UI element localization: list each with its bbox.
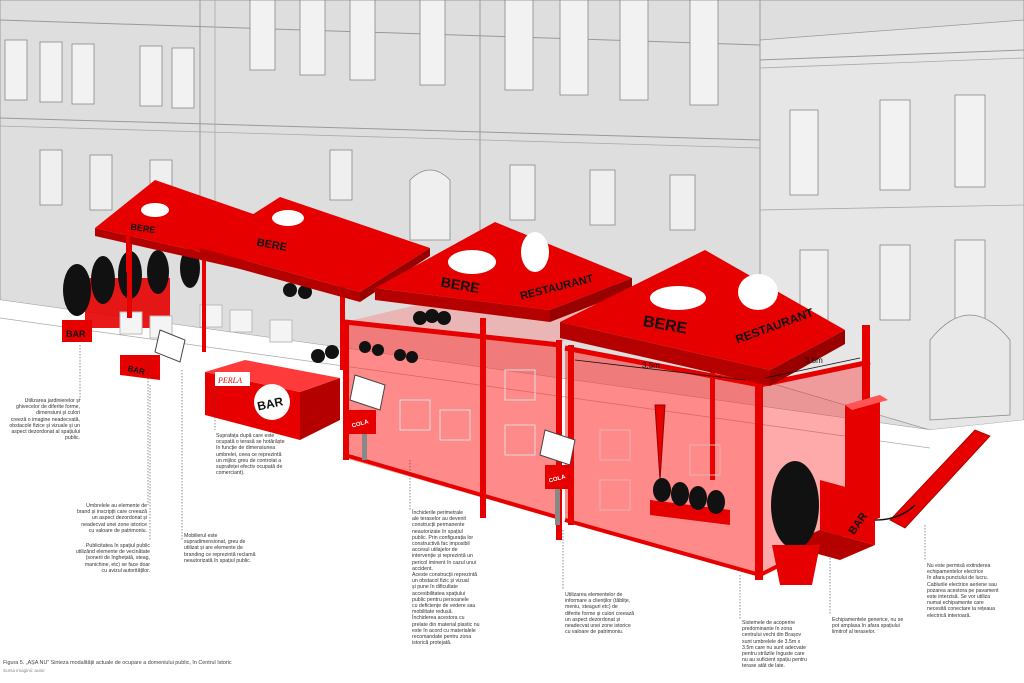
figure-caption: Figura 5. „AȘA NU” Sinteza modalității a… (3, 660, 232, 666)
note-enclosures: Închiderile perimetrale ale teraselor au… (412, 510, 480, 647)
menu-stands (120, 329, 576, 525)
note-covering: Sistemele de acoperire predominante în z… (742, 620, 807, 670)
terrace-left (62, 228, 345, 370)
umbrella-2-label: BERE (256, 237, 288, 254)
bar-sign-3: BAR (256, 394, 285, 413)
figure-source: Sursa imaginii: autor (3, 668, 45, 673)
note-equipment: Echipamentele generice, nu se pot amplas… (832, 617, 904, 636)
note-umbrella-branding: Umbrelele au elemente de brand și inscri… (76, 503, 147, 534)
note-electric: Nu este permisă extinderea echipamentelo… (927, 563, 999, 619)
bar-counter (205, 283, 340, 440)
perla-sign: PERLA (217, 376, 242, 385)
dimension-lines (574, 357, 861, 381)
bar-sign-2: BAR (127, 364, 146, 376)
note-information: Utilizarea elementelor de informare a cl… (565, 592, 635, 636)
note-surface: Suprafața după care este ocupată o teras… (216, 433, 285, 477)
umbrella-1-label: BERE (130, 222, 156, 235)
cola-sign-1: COLA (351, 419, 370, 429)
umbrella-3-left-label: BERE (440, 274, 481, 297)
callout-leaders (79, 345, 926, 620)
cola-sign-2: COLA (548, 474, 567, 484)
terrace-right (564, 325, 916, 585)
dimension-label-1: 3.5m (642, 361, 660, 370)
umbrella-4 (560, 250, 845, 386)
note-planters: Utilizarea jardinierelor și ghivecelor d… (9, 398, 80, 442)
terrace-middle (343, 290, 600, 540)
umbrella-3 (375, 222, 632, 322)
note-furniture: Mobilierul este supradimensionat, greu d… (184, 533, 256, 564)
dimension-label-2: 3.5m (805, 356, 823, 365)
bar-sign-1: BAR (66, 329, 86, 339)
note-publicity: Publicitatea în spațiul public utilizând… (75, 543, 150, 574)
